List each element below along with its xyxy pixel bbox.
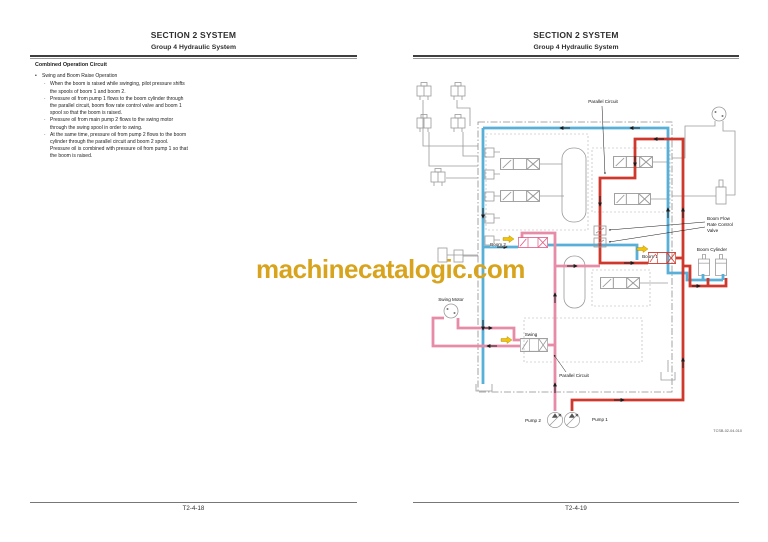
boom2-highlight-arrow — [502, 235, 515, 243]
center-passages — [561, 147, 587, 309]
boom-cylinders — [698, 254, 727, 276]
boom1-highlight-arrow — [636, 245, 649, 253]
label-pump-1: Pump 1 — [592, 417, 608, 422]
pilot-valve — [430, 168, 446, 186]
figure-code: TCSB-02-04-010 — [713, 429, 742, 433]
section-title: SECTION 2 SYSTEM — [533, 30, 619, 40]
paragraph-heading: Combined Operation Circuit — [35, 62, 107, 68]
right-page-header: SECTION 2 SYSTEM Group 4 Hydraulic Syste… — [413, 30, 739, 51]
pilot-valve-cluster — [416, 82, 478, 186]
sub-bullet-marker: · — [44, 95, 46, 102]
hydraulic-circuit-diagram: Parallel Circuit Boom Flow Rate Control … — [416, 82, 742, 433]
sub-bullet-text: Pressure oil from pump 1 flows to the bo… — [50, 95, 184, 117]
header-rule-thin — [30, 58, 357, 59]
sub-bullet-marker: · — [44, 131, 46, 138]
boom2-spool — [518, 237, 548, 248]
pump1-symbol — [563, 411, 581, 429]
footer-rule — [30, 502, 357, 503]
group-title: Group 4 Hydraulic System — [533, 44, 619, 51]
sub-bullet-marker: · — [44, 117, 46, 124]
page-number-left: T2-4-18 — [182, 505, 205, 512]
flow-arrows — [480, 125, 701, 403]
label-swing: Swing — [525, 332, 538, 337]
sub-bullet-text: When the boom is raised while swinging, … — [50, 81, 185, 95]
swing-motor-symbol — [443, 303, 459, 319]
footer-rule — [413, 502, 739, 503]
label-boom-flow-1: Boom Flow — [707, 216, 731, 221]
leader-lines — [553, 105, 706, 373]
pilot-cylinder — [672, 179, 727, 205]
pump2-symbol — [546, 411, 564, 429]
swing-highlight-arrow — [500, 336, 513, 344]
header-rule — [413, 55, 739, 57]
label-boom-2: Boom 2 — [490, 242, 506, 247]
sub-bullet-item: · When the boom is raised while swinging… — [44, 81, 189, 95]
section-title: SECTION 2 SYSTEM — [150, 30, 237, 40]
sub-bullet-text: Pressure oil from main pump 2 flows to t… — [50, 117, 174, 131]
body-text-block: Combined Operation Circuit • Swing and B… — [35, 62, 189, 161]
header-rule-thin — [413, 58, 739, 59]
left-page-header: SECTION 2 SYSTEM Group 4 Hydraulic Syste… — [30, 30, 357, 51]
label-boom-flow-3: Valve — [707, 228, 719, 233]
sub-bullet-item: · Pressure oil from pump 1 flows to the … — [44, 96, 189, 118]
check-valve-column — [484, 147, 500, 246]
bullet-text: Swing and Boom Raise Operation — [42, 73, 118, 80]
tank-symbols — [475, 360, 676, 392]
page-number-right: T2-4-19 — [565, 505, 587, 512]
label-parallel-circuit-top: Parallel Circuit — [588, 99, 618, 104]
label-boom-flow-2: Rate Control — [707, 222, 733, 227]
spool-valves-gray — [500, 156, 668, 289]
swing-spool — [520, 338, 548, 352]
header-rule — [30, 55, 357, 57]
bullet-item: • Swing and Boom Raise Operation — [35, 73, 189, 80]
sub-bullet-marker: · — [44, 81, 46, 88]
label-pump-2: Pump 2 — [525, 418, 541, 423]
label-boom-cylinder: Boom Cylinder — [697, 247, 728, 252]
travel-motor — [672, 106, 736, 196]
pilot-accumulators — [437, 247, 478, 263]
group-title: Group 4 Hydraulic System — [151, 44, 236, 51]
sub-bullet-item: · At the same time, pressure oil from pu… — [44, 132, 189, 161]
watermark: machinecatalogic.com — [256, 254, 525, 284]
bullet-marker: • — [35, 73, 37, 80]
label-boom-1: Boom 1 — [642, 254, 658, 259]
sub-bullet-text: At the same time, pressure oil from pump… — [50, 131, 188, 160]
sub-bullet-item: · Pressure oil from main pump 2 flows to… — [44, 117, 189, 131]
label-swing-motor: Swing Motor — [438, 297, 464, 302]
label-parallel-circuit-bottom: Parallel Circuit — [559, 373, 589, 378]
boom-flow-rate-control-valve — [593, 225, 607, 248]
